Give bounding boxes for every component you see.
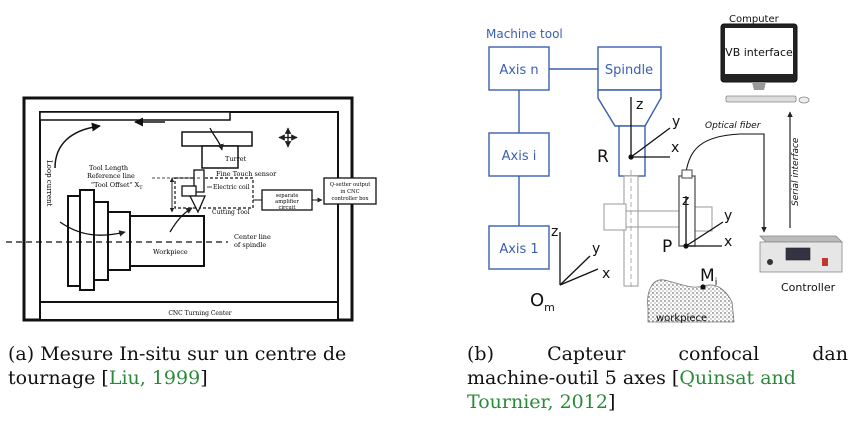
tool-offset-label: "Tool Offset" XT [91,181,143,191]
loop-current-label: Loop current [45,160,53,207]
caption-a-line2: tournage [Liu, 1999] [8,367,208,389]
controller-button-red [822,258,828,266]
current-arrow-lower [59,221,126,237]
svg-text:y: y [672,114,680,130]
fine-touch-label: Fine Touch sensor [216,170,277,178]
keyboard [725,95,797,103]
axis-1-box [488,225,550,270]
svg-text:y: y [592,241,600,257]
cnc-base [39,301,339,321]
current-arrow-upper [169,207,193,233]
controller-top [759,235,843,243]
qsetter-line2: in CNC [340,189,359,195]
axis-i-label: Axis i [502,149,537,164]
cutting-tool [188,195,206,214]
vb-interface-label: VB interface [725,46,793,59]
spindle-label: Spindle [605,63,653,78]
axis-n-label: Axis n [499,63,538,78]
chuck-mid [79,189,95,291]
amp-line2: amplifier [275,199,299,205]
loop-current-arrow [54,122,101,169]
workpiece-label: Workpiece [153,248,188,256]
tool-length-label: Tool Length [89,164,128,172]
caption-b-citation-1[interactable]: Quinsat and [679,367,796,389]
svg-text:z: z [551,224,558,240]
computer-label: Computer [729,14,780,25]
spindle-funnel [597,89,662,127]
controller-knob [767,259,773,265]
qsetter-box [323,177,377,205]
workpiece-label-b: workpiece [656,313,707,324]
machine-tool-diagram: Machine tool Axis n Axis i Axis 1 Spindl… [486,14,843,324]
caption-b-line1: (b) Capteur confocal dan [467,343,848,365]
chuck-back [67,195,81,287]
electric-coil [181,185,197,197]
svg-text:x: x [671,140,679,156]
probe-cap [681,169,693,179]
monitor-stand [752,82,766,90]
workpiece-surface [647,279,735,323]
caption-b: (b) Capteur confocal dan machine-outil 5… [467,342,848,414]
center-line-label2: of spindle [234,241,266,249]
turret-pointer [209,127,224,151]
serial-interface-label: Serial interface [791,137,801,206]
carriage-bar [39,111,231,121]
caption-b-citation-2[interactable]: Tournier, 2012 [467,391,608,413]
center-line-label1: Center line [234,233,271,241]
origin-label: Om [530,290,555,314]
turning-center-diagram: CNC Turning Center Loop current Turret F… [6,96,377,322]
turret-label: Turret [225,155,247,163]
reference-line-label: Reference line [87,172,135,180]
caption-a: (a) Mesure In-situ sur un centre de tour… [8,342,388,390]
axis-1-label: Axis 1 [499,242,538,257]
svg-text:z: z [636,97,643,113]
electric-coil-label: Electric coil [213,184,250,191]
cnc-center-label: CNC Turning Center [168,310,231,317]
svg-text:z: z [682,193,689,209]
point-m-dot [700,284,706,290]
spindle-nose [618,125,646,177]
controller-display [785,247,811,261]
fixture-left [603,203,627,231]
sensor-body [193,169,205,193]
point-p-label: P [662,237,672,257]
chuck-front [93,201,109,281]
point-r-label: R [597,147,609,167]
controller-label: Controller [781,281,836,294]
caption-a-line1: (a) Mesure In-situ sur un centre de [8,343,347,365]
cutting-tool-label: Cutting Tool [212,209,250,216]
amp-line1: separate [276,193,299,199]
machine-tool-label: Machine tool [486,27,563,41]
monitor-screen [725,28,793,74]
amp-line3: circuit [278,205,296,211]
point-m-label: Mi [700,266,717,288]
workpiece [129,215,205,267]
mouse [798,96,810,104]
caption-b-line3: Tournier, 2012] [467,391,616,413]
confocal-probe [678,175,696,247]
move-cross-icon [278,127,298,148]
caption-b-line2: machine-outil 5 axes [Quinsat and [467,367,796,389]
svg-text:y: y [724,208,732,224]
caption-a-citation[interactable]: Liu, 1999 [108,367,201,389]
sensor-dashed-box [174,177,254,209]
chuck-jaw [107,211,131,271]
qsetter-line1: Q-setter output [330,182,372,188]
optical-fiber [685,133,765,228]
svg-text:x: x [602,266,610,282]
qsetter-line3: controller box [332,196,369,202]
svg-text:x: x [724,234,732,250]
optical-fiber-label: Optical fiber [705,121,762,131]
